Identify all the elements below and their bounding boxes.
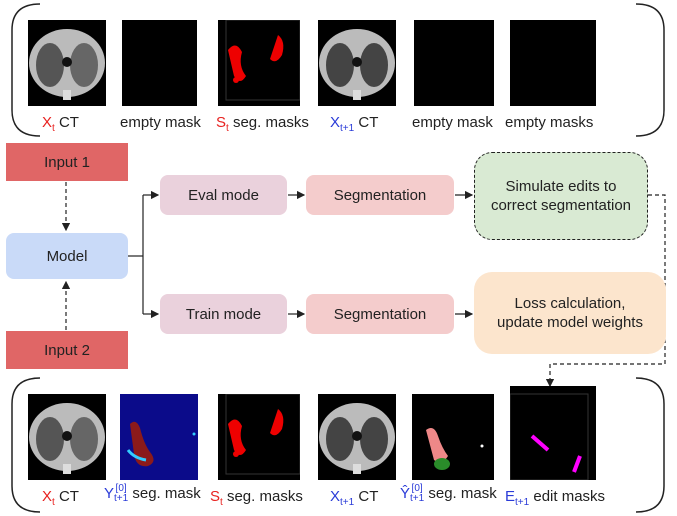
input-1-box: Input 1 bbox=[6, 143, 128, 181]
top-bracket-right bbox=[635, 3, 665, 137]
caption-bottom-1: Xt CT bbox=[42, 488, 79, 508]
caption-bottom-2: Y[0]t+1 seg. mask bbox=[104, 483, 201, 504]
train-mode-box: Train mode bbox=[160, 294, 287, 334]
empty-mask-image-top-5 bbox=[414, 20, 494, 106]
empty-mask-image-top-2 bbox=[122, 20, 197, 106]
segmentation-box-bottom: Segmentation bbox=[306, 294, 454, 334]
model-box: Model bbox=[6, 233, 128, 279]
prediction-mask-image-bottom-2 bbox=[120, 394, 198, 480]
caption-bottom-5: Ŷ[0]t+1 seg. mask bbox=[400, 483, 497, 504]
segmentation-box-top: Segmentation bbox=[306, 175, 454, 215]
caption-top-1: Xt CT bbox=[42, 114, 79, 134]
bottom-bracket-right bbox=[635, 377, 665, 513]
caption-bottom-6: Et+1 edit masks bbox=[505, 488, 606, 508]
empty-masks-image-top-6 bbox=[510, 20, 596, 106]
ct-scan-image-top-1 bbox=[28, 20, 106, 106]
ct-scan-image-top-4 bbox=[318, 20, 396, 106]
caption-top-3: St seg. masks bbox=[216, 114, 309, 134]
ct-scan-image-bottom-4 bbox=[318, 394, 396, 480]
caption-bottom-3: St seg. masks bbox=[210, 488, 303, 508]
caption-bottom-4: Xt+1 CT bbox=[330, 488, 379, 508]
caption-top-6: empty masks bbox=[505, 114, 594, 131]
bottom-bracket-left bbox=[11, 377, 41, 513]
seg-masks-image-top-3 bbox=[218, 20, 300, 106]
edited-mask-image-bottom-5 bbox=[412, 394, 494, 480]
caption-top-2: empty mask bbox=[120, 114, 201, 131]
caption-top-4: Xt+1 CT bbox=[330, 114, 379, 134]
ct-scan-image-bottom-1 bbox=[28, 394, 106, 480]
seg-masks-image-bottom-3 bbox=[218, 394, 300, 480]
arrow-simulate-edits bbox=[545, 194, 666, 388]
edit-masks-image-bottom-6 bbox=[510, 386, 596, 480]
caption-top-5: empty mask bbox=[412, 114, 493, 131]
simulate-edits-box: Simulate edits to correct segmentation bbox=[474, 152, 648, 240]
top-bracket-left bbox=[11, 3, 41, 137]
eval-mode-box: Eval mode bbox=[160, 175, 287, 215]
loss-calculation-box: Loss calculation, update model weights bbox=[474, 272, 666, 354]
input-2-box: Input 2 bbox=[6, 331, 128, 369]
